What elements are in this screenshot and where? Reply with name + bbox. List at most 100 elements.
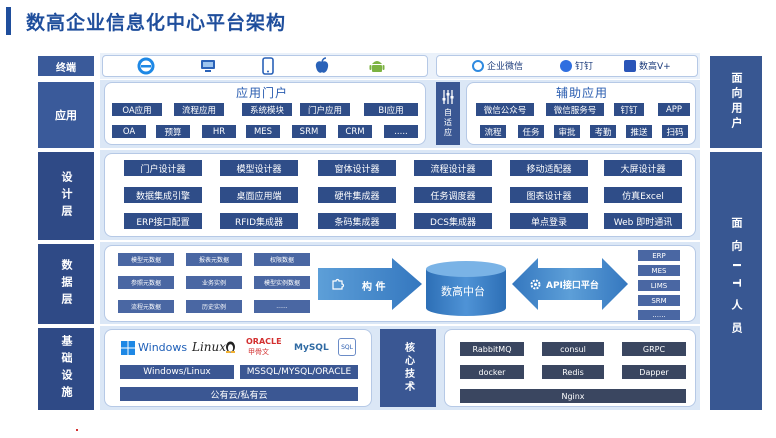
tech-dapper[interactable]: Dapper [622, 365, 686, 379]
design-btn-excel[interactable]: 仿真Excel [604, 187, 682, 203]
aux-btn-push[interactable]: 推送 [626, 125, 652, 138]
mobile-icon [258, 56, 278, 76]
system-erp[interactable]: ERP [638, 250, 680, 261]
aux-btn-wechat-service[interactable]: 微信服务号 [546, 103, 604, 116]
api-gear-icon [528, 277, 542, 291]
aux-btn-dingtalk[interactable]: 钉钉 [614, 103, 644, 116]
aux-btn-app[interactable]: APP [658, 103, 690, 116]
meta-permission[interactable]: 权限数据 [254, 253, 310, 266]
wecom-label: 企业微信 [472, 59, 523, 72]
windows-logo-text: Windows [138, 341, 188, 354]
layer-label-data: 数据层 [38, 244, 94, 324]
design-btn-bigscreen[interactable]: 大屏设计器 [604, 160, 682, 176]
layer-label-application: 应用 [38, 82, 94, 148]
portal-btn-crm[interactable]: CRM [338, 125, 372, 138]
portal-btn-srm[interactable]: SRM [292, 125, 326, 138]
design-btn-model[interactable]: 模型设计器 [220, 160, 298, 176]
adaptive-block: 自适应 [436, 82, 460, 145]
core-tech-block: 核心技术 [380, 329, 436, 407]
page-title: 数高企业信息化中心平台架构 [26, 12, 287, 34]
design-btn-scheduler[interactable]: 任务调度器 [414, 187, 492, 203]
dingtalk-icon [560, 59, 572, 72]
system-more[interactable]: ...... [638, 310, 680, 320]
decor-dot [76, 429, 78, 431]
tech-redis[interactable]: Redis [542, 365, 604, 379]
terminal-devices-panel [102, 55, 428, 77]
aux-btn-wechat-official[interactable]: 微信公众号 [476, 103, 534, 116]
mysql-logo-text: MySQL [294, 343, 329, 353]
design-btn-hardware[interactable]: 硬件集成器 [318, 187, 396, 203]
layer-label-infra: 基础设施 [38, 328, 94, 410]
meta-history[interactable]: 历史实例 [186, 300, 242, 313]
design-btn-form[interactable]: 窗体设计器 [318, 160, 396, 176]
tech-docker[interactable]: docker [460, 365, 524, 379]
aux-btn-task[interactable]: 任务 [518, 125, 544, 138]
portal-btn-bi-app[interactable]: BI应用 [364, 103, 418, 116]
meta-flow[interactable]: 流程元数据 [118, 300, 174, 313]
design-btn-chart[interactable]: 图表设计器 [510, 187, 588, 203]
right-col-users: 面向用户 [710, 56, 762, 148]
meta-model-instance[interactable]: 模型实例数据 [254, 276, 310, 289]
design-btn-flow[interactable]: 流程设计器 [414, 160, 492, 176]
design-btn-erp[interactable]: ERP接口配置 [124, 213, 202, 229]
design-btn-barcode[interactable]: 条码集成器 [318, 213, 396, 229]
right-col-it: 面向IT人员 [710, 152, 762, 410]
infra-db[interactable]: MSSQL/MYSQL/ORACLE [240, 365, 358, 379]
tech-consul[interactable]: consul [542, 342, 604, 356]
aux-app-title: 辅助应用 [556, 86, 609, 100]
apple-icon [312, 56, 332, 76]
portal-btn-budget[interactable]: 预算 [156, 125, 190, 138]
tech-rabbitmq[interactable]: RabbitMQ [460, 342, 524, 356]
meta-model[interactable]: 模型元数据 [118, 253, 174, 266]
tux-icon [224, 338, 236, 354]
portal-btn-mes[interactable]: MES [246, 125, 280, 138]
meta-more[interactable]: ...... [254, 300, 310, 313]
android-icon [367, 56, 387, 76]
infra-cloud[interactable]: 公有云/私有云 [120, 387, 358, 401]
design-btn-portal[interactable]: 门户设计器 [124, 160, 202, 176]
portal-btn-more[interactable]: ..... [384, 125, 418, 138]
system-srm[interactable]: SRM [638, 295, 680, 306]
data-center-label: 数高中台 [441, 285, 485, 298]
meta-reference[interactable]: 参照元数据 [118, 276, 174, 289]
portal-btn-portal-app[interactable]: 门户应用 [300, 103, 350, 116]
design-btn-rfid[interactable]: RFID集成器 [220, 213, 298, 229]
design-btn-webim[interactable]: Web 即时通讯 [604, 213, 682, 229]
layer-label-terminal: 终端 [38, 56, 94, 76]
v-plus-label: 数高V+ [624, 59, 671, 72]
infra-os[interactable]: Windows/Linux [120, 365, 234, 379]
data-center-cylinder [426, 261, 506, 316]
aux-btn-flow[interactable]: 流程 [480, 125, 506, 138]
design-btn-desktop[interactable]: 桌面应用端 [220, 187, 298, 203]
design-btn-mobile[interactable]: 移动适配器 [510, 160, 588, 176]
puzzle-icon [330, 276, 346, 292]
meta-biz-instance[interactable]: 业务实例 [186, 276, 242, 289]
tech-grpc[interactable]: GRPC [622, 342, 686, 356]
api-label: API接口平台 [546, 281, 599, 291]
wecom-icon [472, 59, 484, 72]
portal-btn-oa-app[interactable]: OA应用 [112, 103, 162, 116]
windows-icon [120, 340, 136, 356]
title-accent-bar [6, 7, 11, 35]
system-lims[interactable]: LIMS [638, 280, 680, 291]
aux-btn-attendance[interactable]: 考勤 [590, 125, 616, 138]
tech-nginx[interactable]: Nginx [460, 389, 686, 403]
design-btn-dcs[interactable]: DCS集成器 [414, 213, 492, 229]
design-panel [104, 153, 696, 237]
oracle-logo-text: ORACLE [246, 337, 282, 346]
meta-report[interactable]: 报表元数据 [186, 253, 242, 266]
build-label: 构 件 [362, 282, 386, 293]
aux-btn-scan[interactable]: 扫码 [662, 125, 688, 138]
desktop-icon [198, 56, 218, 76]
design-btn-sso[interactable]: 单点登录 [510, 213, 588, 229]
system-mes[interactable]: MES [638, 265, 680, 276]
portal-btn-oa[interactable]: OA [112, 125, 146, 138]
sql-server-icon: SQL [338, 338, 356, 356]
aux-btn-approve[interactable]: 审批 [554, 125, 580, 138]
portal-btn-hr[interactable]: HR [202, 125, 236, 138]
ie-icon [136, 56, 156, 76]
design-btn-data-engine[interactable]: 数据集成引擎 [124, 187, 202, 203]
portal-btn-flow-app[interactable]: 流程应用 [174, 103, 224, 116]
portal-btn-system[interactable]: 系统模块 [242, 103, 292, 116]
sliders-icon [442, 90, 454, 104]
